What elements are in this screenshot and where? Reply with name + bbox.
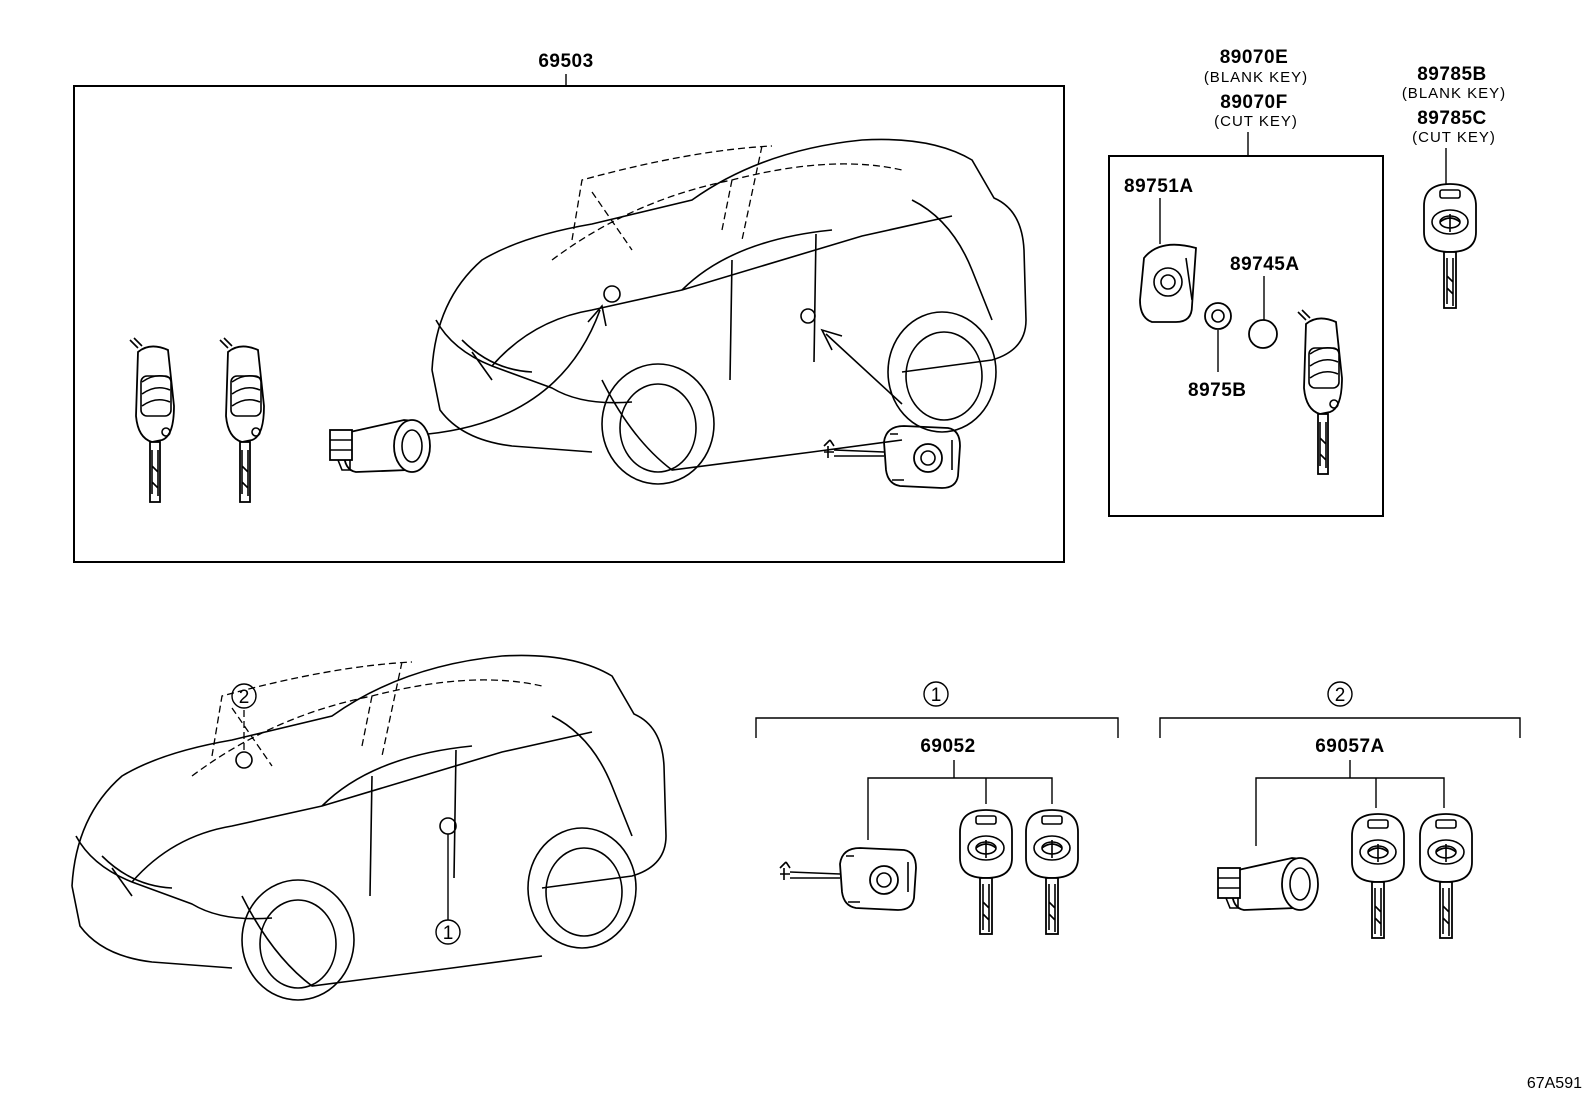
vehicle-location-group: 2 1	[71, 654, 667, 1001]
group-2-circle	[1327, 681, 1353, 707]
group-2-label: 2	[1335, 685, 1346, 706]
spare-key-icon	[1423, 183, 1477, 309]
key-icon	[959, 809, 1013, 935]
group-1-circle	[923, 681, 949, 707]
vehicle-illustration-bottom	[71, 654, 667, 1001]
arrow-to-ignition	[427, 309, 601, 435]
vehicle-illustration-top	[431, 138, 1027, 485]
spare-key-group: 89785B (BLANK KEY) 89785C (CUT KEY)	[1402, 64, 1506, 309]
marker-2-circle	[231, 683, 257, 709]
cut-key-note: (CUT KEY)	[1214, 113, 1298, 130]
cut-key-note: (CUT KEY)	[1412, 129, 1496, 146]
transmitter-icon	[1204, 302, 1232, 330]
ignition-cylinder-icon	[329, 419, 431, 473]
marker-1-label: 1	[443, 923, 454, 944]
part-number-89745a: 89745A	[1230, 254, 1300, 275]
door-lock-cylinder-icon	[779, 847, 917, 911]
key-icon	[1351, 813, 1405, 939]
part-number-69503: 69503	[538, 51, 593, 72]
key-kit-group: 89070E (BLANK KEY) 89070F (CUT KEY) 8975…	[1108, 47, 1384, 517]
marker-1-circle	[435, 919, 461, 945]
flip-key-icon	[129, 337, 175, 503]
group-1-label: 1	[931, 685, 942, 706]
blank-key-note: (BLANK KEY)	[1204, 69, 1308, 86]
main-set-group: 69503	[73, 51, 1065, 563]
part-number-89785b: 89785B	[1417, 64, 1487, 85]
arrow-to-door	[825, 333, 903, 405]
key-kit-frame	[1108, 155, 1384, 517]
door-cylinder-group: 1 69052	[755, 681, 1119, 935]
part-number-89785c: 89785C	[1417, 108, 1487, 129]
battery-icon	[1248, 319, 1278, 349]
key-icon	[1025, 809, 1079, 935]
figure-id: 67A591	[1527, 1075, 1582, 1092]
part-number-89751a: 89751A	[1124, 176, 1194, 197]
main-set-frame	[73, 85, 1065, 563]
key-cover-icon	[1139, 243, 1197, 323]
part-number-69052: 69052	[920, 736, 975, 757]
part-number-89070e: 89070E	[1220, 47, 1289, 68]
marker-2-label: 2	[239, 687, 250, 708]
part-number-89070f: 89070F	[1220, 92, 1287, 113]
key-icon	[1419, 813, 1473, 939]
part-number-69057a: 69057A	[1315, 736, 1385, 757]
flip-key-icon	[1297, 309, 1343, 475]
part-number-8975b: 8975B	[1188, 380, 1247, 401]
door-lock-cylinder-icon	[823, 425, 961, 489]
ignition-cylinder-icon	[1217, 857, 1319, 911]
flip-key-icon	[219, 337, 265, 503]
blank-key-note: (BLANK KEY)	[1402, 85, 1506, 102]
ignition-cylinder-group: 2 69057A	[1159, 681, 1521, 939]
